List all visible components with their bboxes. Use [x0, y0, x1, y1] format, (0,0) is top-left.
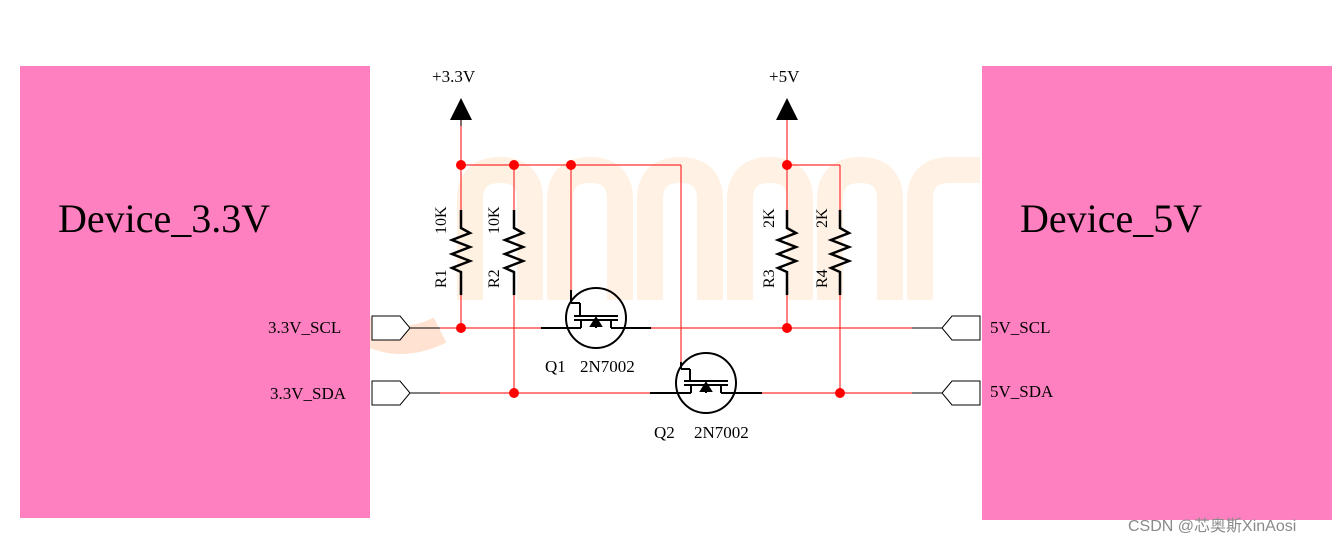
port-label-3v3-sda: 3.3V_SDA	[270, 384, 347, 403]
resistor-r4-symbol	[827, 210, 853, 295]
port-connector-3v3-scl	[371, 315, 440, 341]
resistor-r3-ref: R3	[761, 269, 778, 288]
resistor-r4-ref: R4	[814, 269, 831, 288]
junction-dot	[782, 323, 792, 333]
resistor-r4-value: 2K	[814, 208, 831, 228]
resistor-r1-ref: R1	[433, 269, 450, 288]
resistor-r1-symbol	[448, 210, 474, 295]
resistor-r2-symbol	[501, 210, 527, 295]
power-symbol-3v3	[450, 98, 472, 126]
junction-dot	[835, 388, 845, 398]
junction-dot	[509, 160, 519, 170]
background-logo-watermark	[296, 133, 980, 354]
port-label-3v3-scl: 3.3V_SCL	[268, 318, 341, 337]
junction-dot	[566, 160, 576, 170]
port-label-5v-scl: 5V_SCL	[990, 318, 1050, 337]
power-label-5v: +5V	[769, 67, 800, 86]
device-5v-block	[982, 66, 1332, 520]
junction-dot	[782, 160, 792, 170]
junction-dot	[509, 388, 519, 398]
resistor-r1-value: 10K	[433, 206, 450, 234]
resistor-r3-symbol	[774, 210, 800, 295]
power-symbol-5v	[776, 98, 798, 120]
port-connector-5v-scl	[912, 315, 981, 341]
circuit-wires	[440, 120, 912, 394]
device-5v-label: Device_5V	[1020, 196, 1202, 241]
power-label-3v3: +3.3V	[432, 67, 476, 86]
port-connector-3v3-sda	[371, 380, 440, 406]
port-connector-5v-sda	[912, 380, 981, 406]
port-label-5v-sda: 5V_SDA	[990, 382, 1054, 401]
junction-dot	[456, 323, 466, 333]
device-3v3-label: Device_3.3V	[58, 196, 270, 241]
resistor-r2-ref: R2	[486, 269, 503, 288]
mosfet-q1-ref: Q1	[545, 357, 566, 376]
mosfet-q1-symbol	[541, 287, 651, 349]
device-3v3-block	[20, 66, 370, 518]
mosfet-q2-ref: Q2	[654, 423, 675, 442]
mosfet-q1-part: 2N7002	[580, 357, 635, 376]
junction-dots	[456, 160, 845, 398]
resistor-r2-value: 10K	[486, 206, 503, 234]
mosfet-q2-symbol	[650, 352, 762, 414]
mosfet-q2-part: 2N7002	[694, 423, 749, 442]
resistor-r3-value: 2K	[761, 208, 778, 228]
csdn-watermark: CSDN @芯奥斯XinAosi	[1128, 517, 1296, 535]
junction-dot	[456, 160, 466, 170]
